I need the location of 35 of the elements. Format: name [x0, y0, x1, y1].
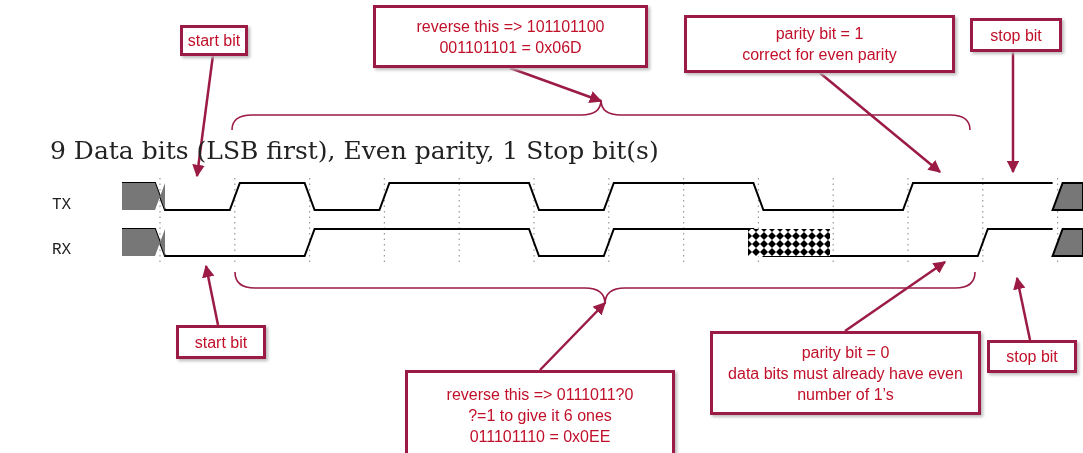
- leader-arrow: [1013, 276, 1032, 341]
- callout-text: start bit: [194, 332, 248, 353]
- callout-box: [180, 25, 248, 56]
- leader-arrow: [509, 66, 603, 104]
- leader-arrow: [844, 260, 947, 333]
- callout-text: reverse this => 101101100: [416, 16, 605, 37]
- callout-text: stop bit: [1006, 347, 1058, 367]
- leader-arrow: [539, 302, 606, 371]
- callout-text: parity bit = 0: [801, 342, 890, 363]
- callout-box: [987, 340, 1077, 373]
- callout-box: [373, 5, 648, 68]
- callout-text: 001101101 = 0x06D: [439, 37, 582, 58]
- leader-arrow: [192, 54, 215, 178]
- callout-text: data bits must already have even number of 1’s: [727, 363, 964, 405]
- callout-text: reverse this => 0111011?0: [446, 384, 634, 405]
- callout-box: [684, 15, 955, 73]
- leader-arrow: [1006, 52, 1020, 174]
- signal-waveform: [121, 228, 1083, 257]
- callout-box: [710, 331, 981, 415]
- signal-label: TX: [52, 196, 72, 214]
- callout-text: ?=1 to give it 6 ones: [468, 405, 612, 426]
- leader-arrow: [202, 264, 220, 326]
- callout-text: 011101110 = 0x0EE: [469, 426, 611, 447]
- callout-text: stop bit: [990, 25, 1042, 46]
- callout-text: parity bit = 1: [775, 24, 864, 44]
- callout-text: start bit: [187, 31, 241, 51]
- leader-arrow: [819, 72, 941, 173]
- curly-brace: [234, 271, 976, 305]
- callout-box: [970, 18, 1062, 52]
- callout-text: correct for even parity: [742, 45, 897, 65]
- curly-brace: [231, 99, 971, 131]
- signal-label: RX: [52, 241, 72, 259]
- signal-waveform: [121, 182, 1083, 211]
- callout-box: [405, 370, 675, 453]
- callout-box: [176, 325, 266, 359]
